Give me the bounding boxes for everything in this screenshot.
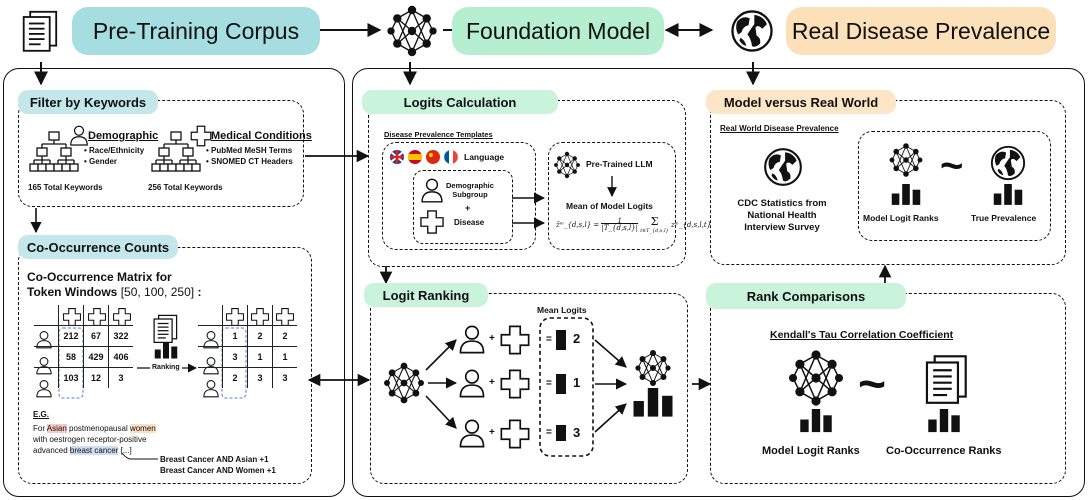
ranks-comparison-inner-box [858, 131, 1051, 241]
eg-result-2: Breast Cancer AND Women +1 [160, 466, 276, 475]
mean-logit-bar [556, 425, 566, 441]
filter-keywords-box [18, 100, 304, 207]
llm-box [548, 142, 676, 250]
logits-calc-title: Logits Calculation [362, 90, 558, 114]
plus-sign: + [489, 427, 495, 438]
plus-sign: + [465, 203, 471, 213]
templates-title: Disease Prevalence Templates [384, 130, 493, 139]
mean-logits-header: Mean Logits [537, 305, 587, 315]
medical-item: • PubMed MeSH Terms [206, 146, 293, 155]
world-globe-icon [731, 10, 773, 52]
filter-keywords-title: Filter by Keywords [18, 90, 158, 114]
true-prevalence-label: True Prevalence [971, 213, 1037, 223]
rank-value: 1 [573, 375, 581, 390]
real-disease-prevalence-banner: Real Disease Prevalence [786, 7, 1056, 55]
model-logit-ranks-label: Model Logit Ranks [762, 445, 860, 457]
tilde-symbol: ~ [940, 144, 964, 188]
cooc-heading-line1: Co-Occurrence Matrix for [27, 270, 172, 284]
mean-logit-bar [556, 374, 566, 394]
real-world-subtitle: Real World Disease Prevalence [720, 124, 839, 133]
disease-label: Disease [454, 218, 485, 227]
eg-line-2: with oestrogen receptor-positive [33, 435, 147, 444]
medical-total: 256 Total Keywords [148, 183, 223, 192]
medical-item: • SNOMED CT Headers [206, 157, 293, 166]
eg-line-1: For Asian postmenopausal women [33, 424, 156, 433]
equals-sign: = [546, 427, 552, 438]
highlight-asian: Asian [46, 424, 67, 433]
mean-logit-bar [556, 330, 566, 350]
demographic-item: • Gender [84, 157, 118, 166]
flag-china-icon [426, 150, 440, 164]
real-world-title: Model versus Real World [706, 90, 896, 114]
pretraining-corpus-banner: Pre-Training Corpus [72, 7, 320, 55]
foundation-model-banner: Foundation Model [452, 7, 664, 55]
cooc-heading-line2: Token Windows [50, 100, 250] : [27, 285, 202, 299]
tilde-symbol: ~ [858, 358, 887, 411]
equals-sign: = [546, 334, 552, 345]
right-panel [352, 68, 1085, 497]
subgroup-disease-box [413, 170, 513, 244]
language-label: Language [464, 152, 505, 162]
eg-label: E.G. [33, 410, 50, 419]
medical-conditions-title: Medical Conditions [211, 130, 312, 142]
model-logit-ranks-label: Model Logit Ranks [863, 213, 939, 223]
plus-sign: + [489, 377, 495, 388]
flag-france-icon [443, 149, 459, 165]
demographic-title: Demographic [88, 130, 159, 142]
cooc-ranks-label: Co-Occurrence Ranks [886, 445, 1002, 457]
ranking-label: Ranking [150, 364, 182, 373]
left-panel [3, 68, 345, 497]
demographic-total: 165 Total Keywords [28, 183, 103, 192]
cooc-title: Co-Occurrence Counts [18, 235, 178, 259]
eg-line-3: advanced breast cancer [...] [33, 446, 132, 455]
mean-logits-label: Mean of Model Logits [566, 201, 653, 211]
llm-label: Pre-Trained LLM [586, 159, 653, 169]
templates-box [382, 142, 536, 250]
highlight-breast-cancer: breast cancer [69, 446, 119, 455]
logit-ranking-box [370, 293, 688, 484]
corpus-document-icon [22, 10, 58, 52]
kendall-tau-label: Kendall's Tau Correlation Coefficient [770, 329, 954, 341]
rank-comparisons-title: Rank Comparisons [706, 283, 906, 309]
eg-result-1: Breast Cancer AND Asian +1 [160, 455, 269, 464]
rank-value: 2 [573, 331, 581, 346]
foundation-model-network-icon [386, 5, 438, 57]
demographic-item: • Race/Ethnicity [84, 146, 145, 155]
plus-sign: + [489, 333, 495, 344]
logit-ranking-title: Logit Ranking [364, 283, 488, 307]
rank-value: 3 [573, 425, 581, 440]
equals-sign: = [546, 378, 552, 389]
flag-spain-icon [408, 150, 422, 164]
highlight-women: women [129, 424, 156, 433]
